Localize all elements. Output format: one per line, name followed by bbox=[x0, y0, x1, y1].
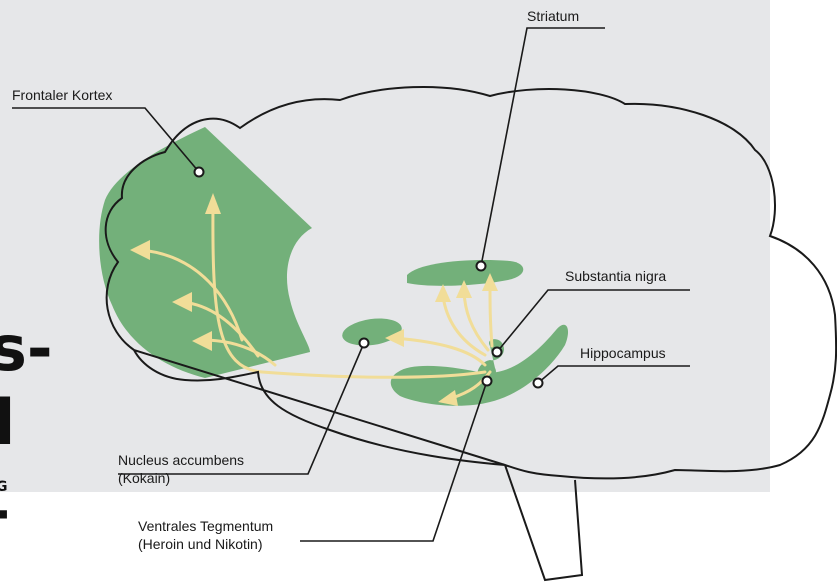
endpoint-hippocampus bbox=[534, 379, 543, 388]
label-ventrales-tegmentum-note: (Heroin und Nikotin) bbox=[138, 535, 273, 553]
label-substantia-nigra: Substantia nigra bbox=[565, 267, 666, 285]
striatum-region bbox=[407, 260, 523, 286]
label-frontaler-kortex: Frontaler Kortex bbox=[12, 86, 112, 104]
endpoint-ventrales-tegmentum bbox=[483, 377, 492, 386]
label-striatum: Striatum bbox=[527, 7, 579, 25]
partial-text-line-4: - bbox=[0, 482, 10, 540]
label-hippocampus: Hippocampus bbox=[580, 344, 666, 362]
leader-line-striatum bbox=[481, 28, 605, 266]
leader-line-hippocampus bbox=[538, 366, 690, 383]
label-nucleus-accumbens-name: Nucleus accumbens bbox=[118, 451, 244, 469]
label-ventrales-tegmentum: Ventrales Tegmentum (Heroin und Nikotin) bbox=[138, 517, 273, 553]
leader-line-substantia-nigra bbox=[497, 290, 690, 352]
partial-text-line-2: l bbox=[0, 392, 15, 454]
endpoint-substantia-nigra bbox=[493, 348, 502, 357]
label-ventrales-tegmentum-name: Ventrales Tegmentum bbox=[138, 517, 273, 535]
nucleus-accumbens-region bbox=[340, 315, 403, 349]
endpoint-striatum bbox=[477, 262, 486, 271]
label-nucleus-accumbens: Nucleus accumbens (Kokain) bbox=[118, 451, 244, 487]
label-nucleus-accumbens-note: (Kokain) bbox=[118, 469, 244, 487]
endpoint-nucleus-accumbens bbox=[360, 339, 369, 348]
partial-text-line-1: s- bbox=[0, 318, 53, 380]
endpoint-frontaler-kortex bbox=[195, 168, 204, 177]
